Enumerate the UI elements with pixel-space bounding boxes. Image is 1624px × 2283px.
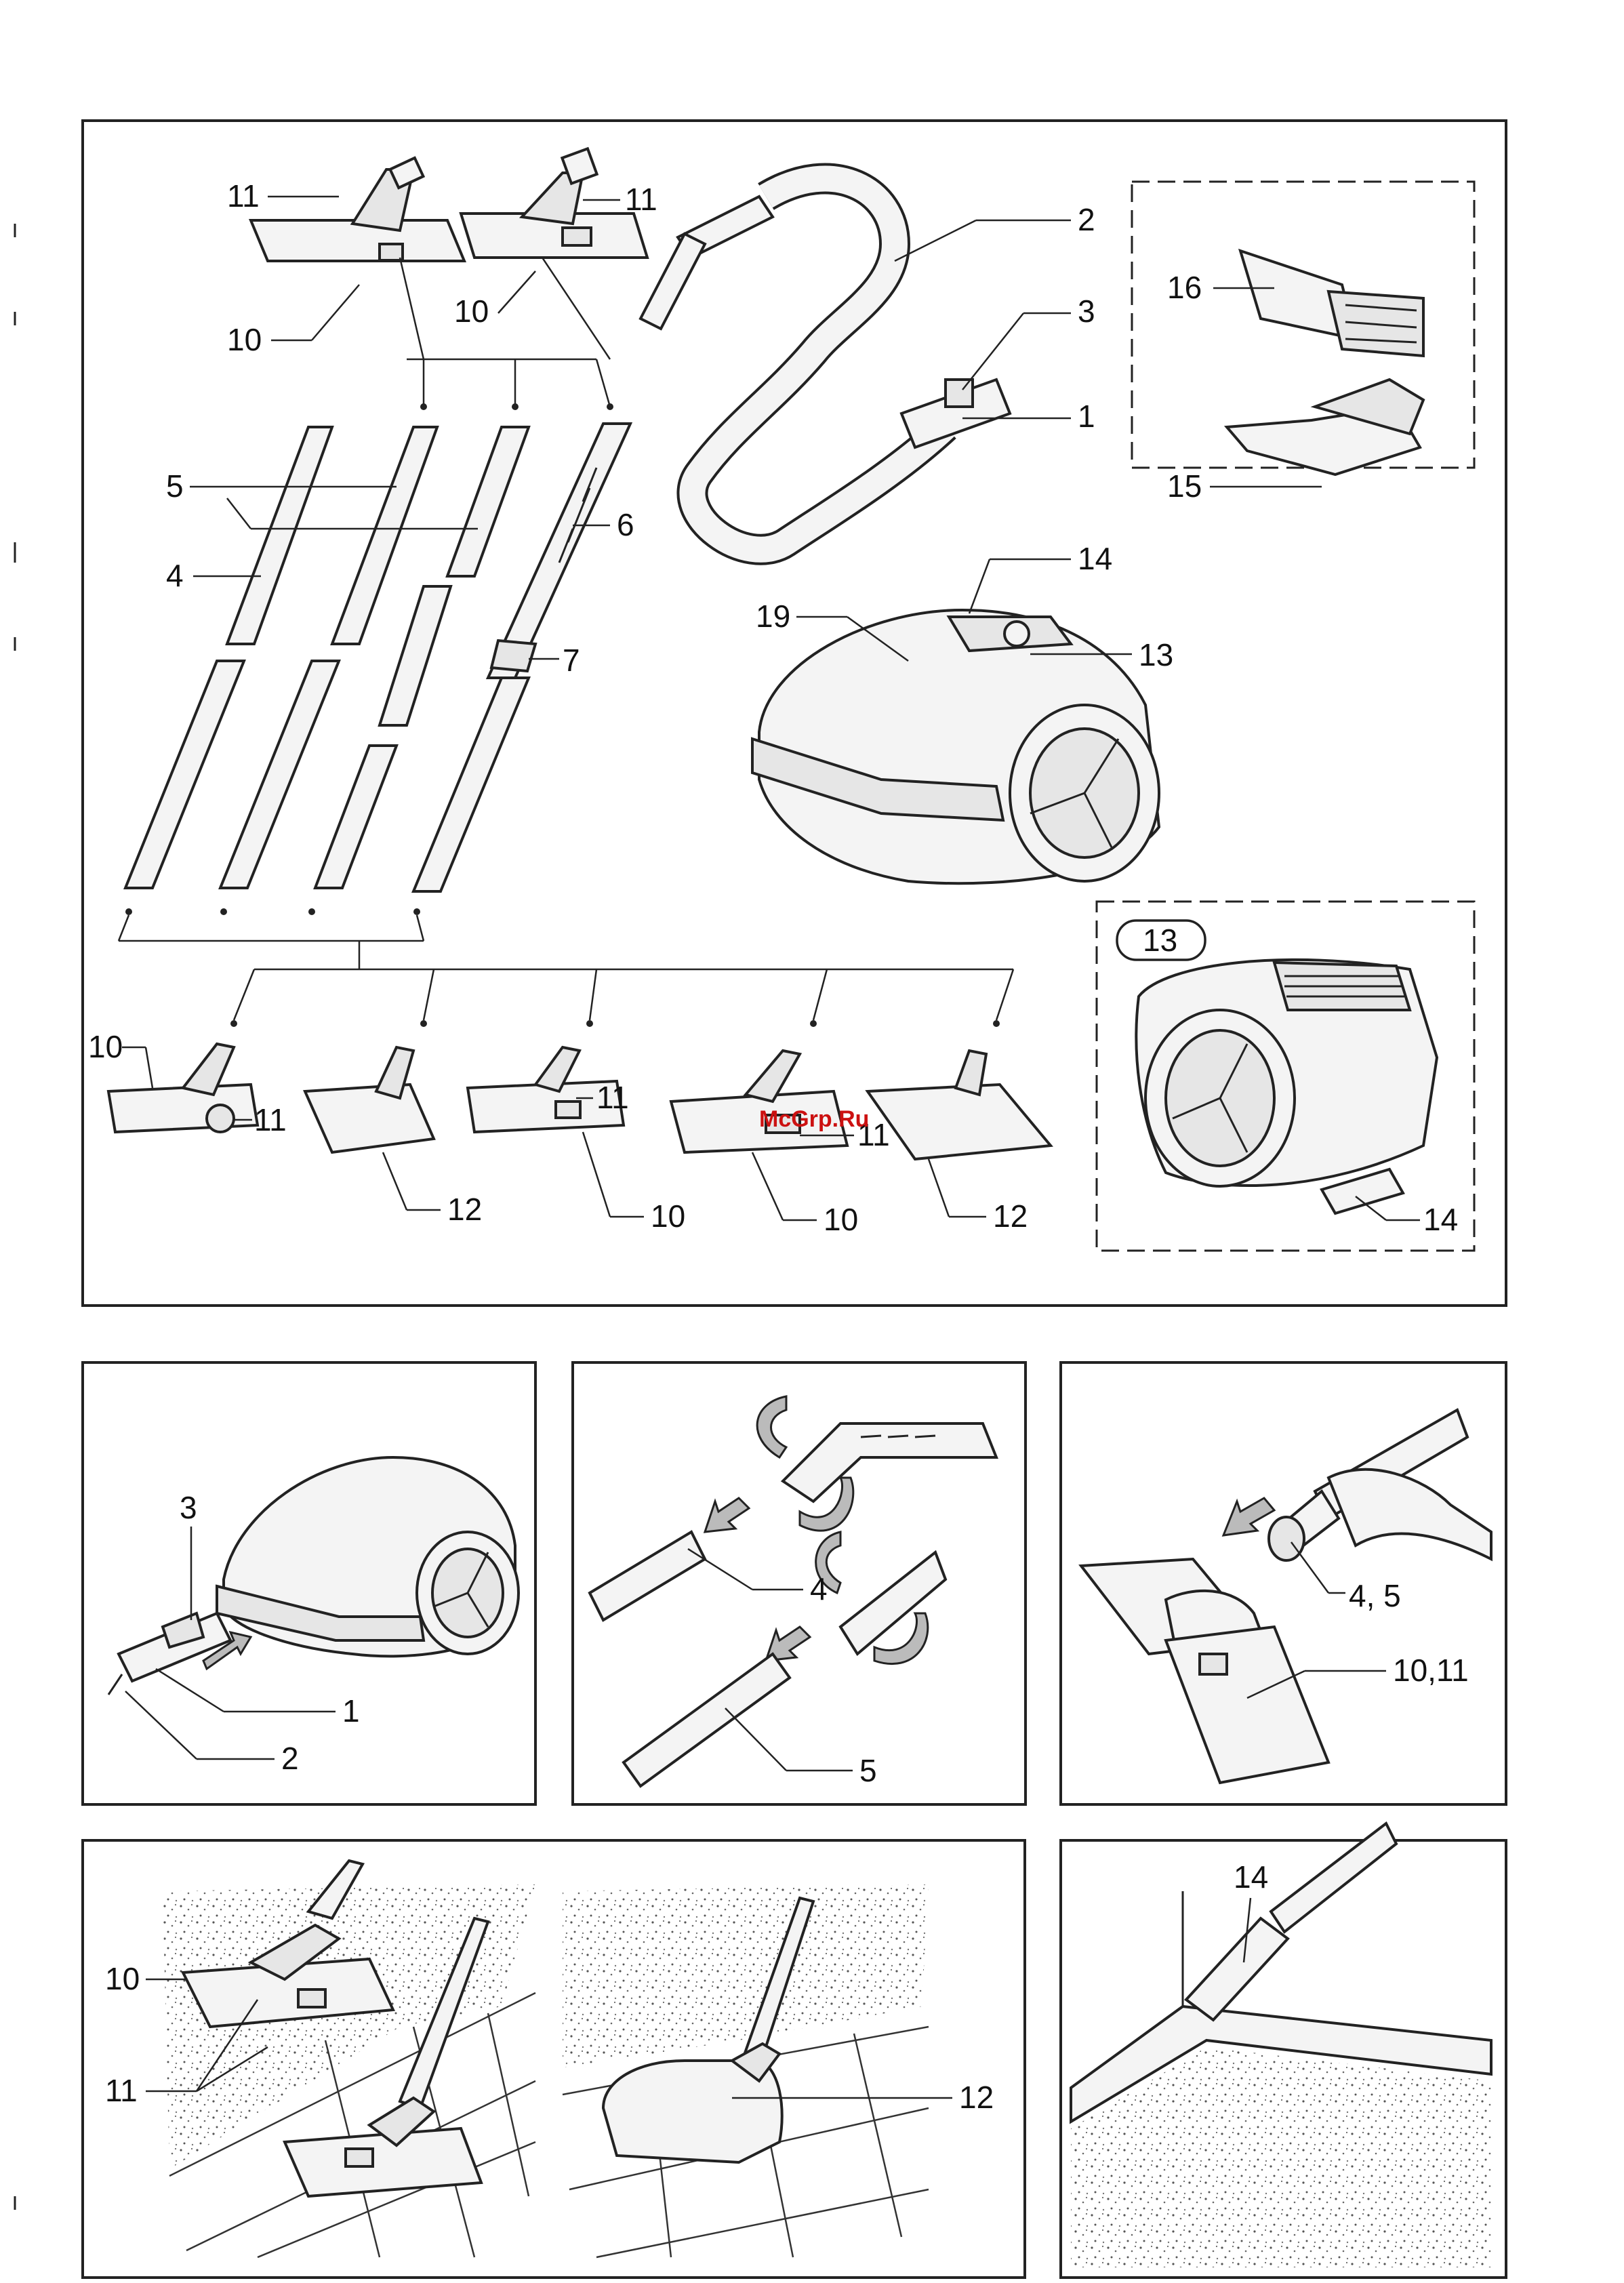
step1-label-3: 3 <box>180 1490 197 1525</box>
combination-nozzle-1 <box>108 1044 258 1132</box>
step1-label-1: 1 <box>342 1693 360 1729</box>
step4-label-11: 11 <box>105 2073 138 2108</box>
step5-panel: 14 <box>1061 1823 1506 2278</box>
hose-assembly <box>641 179 1010 550</box>
parquet-nozzle-2 <box>868 1051 1051 1159</box>
label-15: 15 <box>1167 468 1202 504</box>
label-10-top-a: 10 <box>227 322 262 357</box>
label-4: 4 <box>166 558 184 593</box>
step2-label-4: 4 <box>810 1571 828 1607</box>
step2-label-5: 5 <box>859 1753 877 1788</box>
step4-panel: 10 11 12 <box>83 1840 1025 2278</box>
top-nozzle-a <box>251 158 464 261</box>
tube-set-lower <box>125 586 529 891</box>
label-11-row-a: 11 <box>254 1102 287 1137</box>
watermark: McGrp.Ru <box>759 1106 869 1132</box>
step2-panel: 4 5 <box>573 1362 1026 1804</box>
label-14-inset: 14 <box>1423 1202 1458 1237</box>
label-14-top: 14 <box>1078 541 1112 576</box>
accessory-inset <box>1132 182 1474 474</box>
label-10-top-b: 10 <box>454 294 489 329</box>
label-7: 7 <box>563 643 580 678</box>
step1-label-2: 2 <box>281 1741 299 1776</box>
label-10-row-b: 10 <box>651 1198 685 1234</box>
label-12-row-b: 12 <box>993 1198 1028 1234</box>
label-1: 1 <box>1078 399 1095 434</box>
label-3: 3 <box>1078 294 1095 329</box>
label-10-row-a: 10 <box>88 1029 123 1064</box>
label-10-row-c: 10 <box>824 1202 858 1237</box>
label-11-top-a: 11 <box>227 178 260 214</box>
label-19: 19 <box>756 599 790 634</box>
label-16: 16 <box>1167 270 1202 305</box>
label-11-top-b: 11 <box>625 182 657 217</box>
label-13: 13 <box>1139 637 1173 672</box>
step4-label-12: 12 <box>959 2080 994 2115</box>
overview-panel: 11 10 11 10 5 4 6 7 <box>83 121 1506 1306</box>
vacuum-body <box>752 610 1159 883</box>
label-6: 6 <box>617 507 634 542</box>
step3-label-4-5: 4, 5 <box>1349 1578 1401 1613</box>
label-12-row-a: 12 <box>447 1192 482 1227</box>
step3-label-10-11: 10,11 <box>1393 1653 1469 1688</box>
step4-label-10: 10 <box>105 1961 140 1996</box>
label-11-row-b: 11 <box>596 1080 629 1115</box>
parquet-nozzle-1 <box>305 1047 434 1152</box>
step1-panel: 3 1 2 <box>83 1362 535 1804</box>
combination-nozzle-3 <box>671 1051 847 1152</box>
label-2: 2 <box>1078 202 1095 237</box>
step3-panel: 4, 5 10,11 <box>1061 1362 1506 1804</box>
label-13-inset: 13 <box>1143 923 1177 958</box>
label-5: 5 <box>166 468 184 504</box>
top-nozzle-b <box>461 148 647 258</box>
step5-label-14: 14 <box>1234 1859 1268 1895</box>
